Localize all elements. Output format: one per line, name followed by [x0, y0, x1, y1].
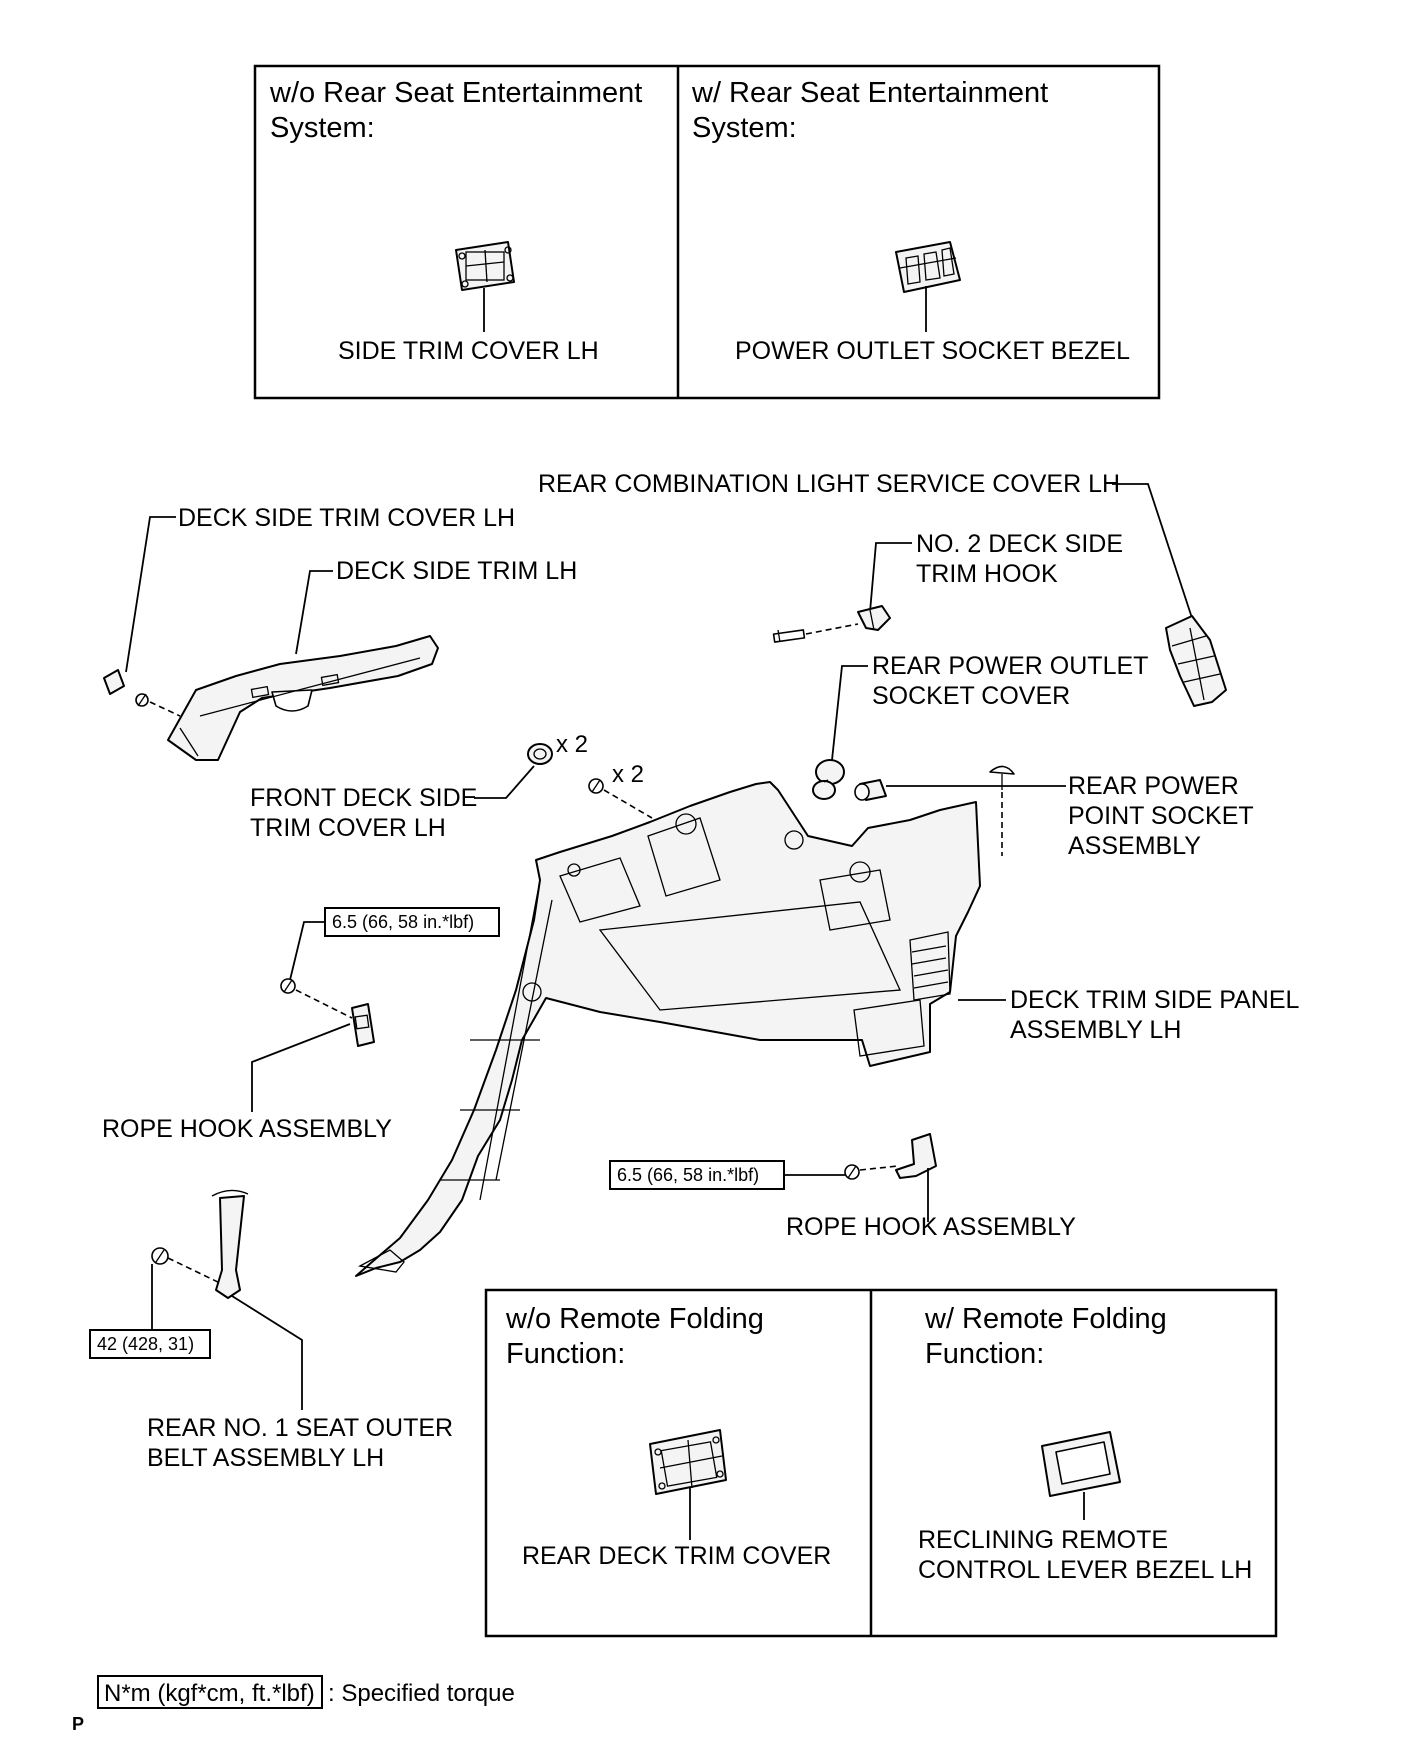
dash-rope-hook-right — [859, 1165, 899, 1171]
bottom-right-header-line2: Function: — [925, 1338, 1044, 1370]
torque-box-seat-belt — [89, 1329, 211, 1359]
torque-rope-hook-left: 6.5 (66, 58 in.*lbf) — [332, 912, 474, 932]
bottom-left-header-line2: Function: — [506, 1338, 625, 1370]
label-deck-trim-side-panel-line1: DECK TRIM SIDE PANEL — [1010, 986, 1300, 1014]
label-side-trim-cover: SIDE TRIM COVER LH — [338, 337, 599, 365]
top-left-header-line2: System: — [270, 112, 375, 144]
main-exploded-view: REAR COMBINATION LIGHT SERVICE COVER LH … — [89, 470, 1300, 1472]
label-deck-side-trim-cover: DECK SIDE TRIM COVER LH — [178, 504, 515, 532]
torque-box-rope-hook-left — [324, 907, 500, 937]
label-rear-power-point-line3: ASSEMBLY — [1068, 832, 1201, 860]
side-trim-cover-part — [455, 241, 515, 291]
trim-clip-part — [989, 765, 1015, 790]
label-rope-hook-right: ROPE HOOK ASSEMBLY — [786, 1213, 1076, 1241]
label-rope-hook-left: ROPE HOOK ASSEMBLY — [102, 1115, 392, 1143]
top-panel-frame — [253, 64, 1161, 400]
seat-belt-part — [151, 1189, 249, 1299]
deck-side-trim-cover-part — [103, 669, 149, 707]
deck-side-trim-part — [167, 635, 439, 761]
label-no2-hook-line2: TRIM HOOK — [916, 560, 1058, 588]
top-right-header-line1: w/ Rear Seat Entertainment — [691, 77, 1048, 109]
leader-front-deck-side-trim-cover — [474, 765, 535, 799]
leader-torque-rope-hook-left — [289, 921, 324, 981]
legend-unit: N*m (kgf*cm, ft.*lbf) — [104, 1680, 315, 1707]
bottom-variant-panel: w/o Remote Folding Function: w/ Remote F… — [484, 1288, 1278, 1638]
bottom-panel-frame — [484, 1288, 1278, 1638]
label-rear-deck-trim-cover: REAR DECK TRIM COVER — [522, 1542, 831, 1570]
legend-text: : Specified torque — [328, 1680, 515, 1707]
reclining-bezel-part — [1041, 1431, 1121, 1497]
rear-power-point-socket-part — [854, 779, 887, 801]
leader-rope-hook-left — [251, 1023, 351, 1112]
dash-rope-hook-left — [295, 989, 353, 1019]
rope-hook-right-part — [844, 1133, 937, 1180]
label-rear-power-point-line2: POINT SOCKET — [1068, 802, 1254, 830]
front-deck-side-trim-cover-part — [527, 743, 553, 765]
rear-deck-trim-cover-part — [649, 1429, 727, 1495]
no2-hook-part — [772, 605, 891, 643]
leader-deck-side-trim-cover — [125, 516, 176, 673]
dash-screw — [603, 789, 653, 819]
dash-seat-belt — [167, 1257, 223, 1285]
bottom-right-header-line1: w/ Remote Folding — [924, 1303, 1167, 1335]
torque-legend: N*m (kgf*cm, ft.*lbf) : Specified torque — [97, 1675, 515, 1709]
leader-rear-power-outlet-cover — [831, 665, 868, 761]
dash-no2-hook-screw — [805, 623, 859, 635]
rear-power-outlet-cover-part — [812, 759, 845, 800]
torque-box-rope-hook-right — [609, 1160, 785, 1190]
corner-mark: P — [72, 1714, 84, 1734]
label-no2-hook-line1: NO. 2 DECK SIDE — [916, 530, 1123, 558]
leader-seat-belt — [231, 1295, 303, 1410]
top-right-header-line2: System: — [692, 112, 797, 144]
screw-part — [588, 778, 604, 794]
label-rear-power-outlet-cover-line1: REAR POWER OUTLET — [872, 652, 1148, 680]
qty-screw: x 2 — [612, 761, 644, 788]
rear-combination-light-cover-part — [1165, 615, 1227, 707]
leader-deck-side-trim — [295, 570, 333, 655]
qty-clip: x 2 — [556, 731, 588, 758]
label-power-outlet-bezel: POWER OUTLET SOCKET BEZEL — [735, 337, 1130, 365]
top-left-header-line1: w/o Rear Seat Entertainment — [269, 77, 642, 109]
legend-unit-box — [97, 1675, 323, 1709]
dash-deck-side-trim-screw — [149, 701, 181, 717]
deck-trim-side-panel-part — [355, 781, 981, 1277]
label-seat-belt-line1: REAR NO. 1 SEAT OUTER — [147, 1414, 453, 1442]
label-deck-trim-side-panel-line2: ASSEMBLY LH — [1010, 1016, 1181, 1044]
bottom-left-header-line1: w/o Remote Folding — [505, 1303, 764, 1335]
leader-rear-combination-light-cover — [1112, 483, 1193, 619]
power-outlet-bezel-part — [895, 241, 961, 293]
label-rear-power-outlet-cover-line2: SOCKET COVER — [872, 682, 1070, 710]
label-rear-power-point-line1: REAR POWER — [1068, 772, 1239, 800]
label-rear-combination-light-cover: REAR COMBINATION LIGHT SERVICE COVER LH — [538, 470, 1120, 498]
label-seat-belt-line2: BELT ASSEMBLY LH — [147, 1444, 384, 1472]
torque-seat-belt: 42 (428, 31) — [97, 1334, 194, 1354]
rope-hook-left-part — [280, 978, 375, 1047]
label-front-deck-side-trim-cover-line1: FRONT DECK SIDE — [250, 784, 477, 812]
top-variant-panel: w/o Rear Seat Entertainment System: w/ R… — [253, 64, 1161, 400]
label-deck-side-trim: DECK SIDE TRIM LH — [336, 557, 577, 585]
label-front-deck-side-trim-cover-line2: TRIM COVER LH — [250, 814, 446, 842]
label-reclining-bezel-line1: RECLINING REMOTE — [918, 1526, 1168, 1554]
leader-no2-hook — [869, 542, 912, 613]
torque-rope-hook-right: 6.5 (66, 58 in.*lbf) — [617, 1165, 759, 1185]
label-reclining-bezel-line2: CONTROL LEVER BEZEL LH — [918, 1556, 1252, 1584]
